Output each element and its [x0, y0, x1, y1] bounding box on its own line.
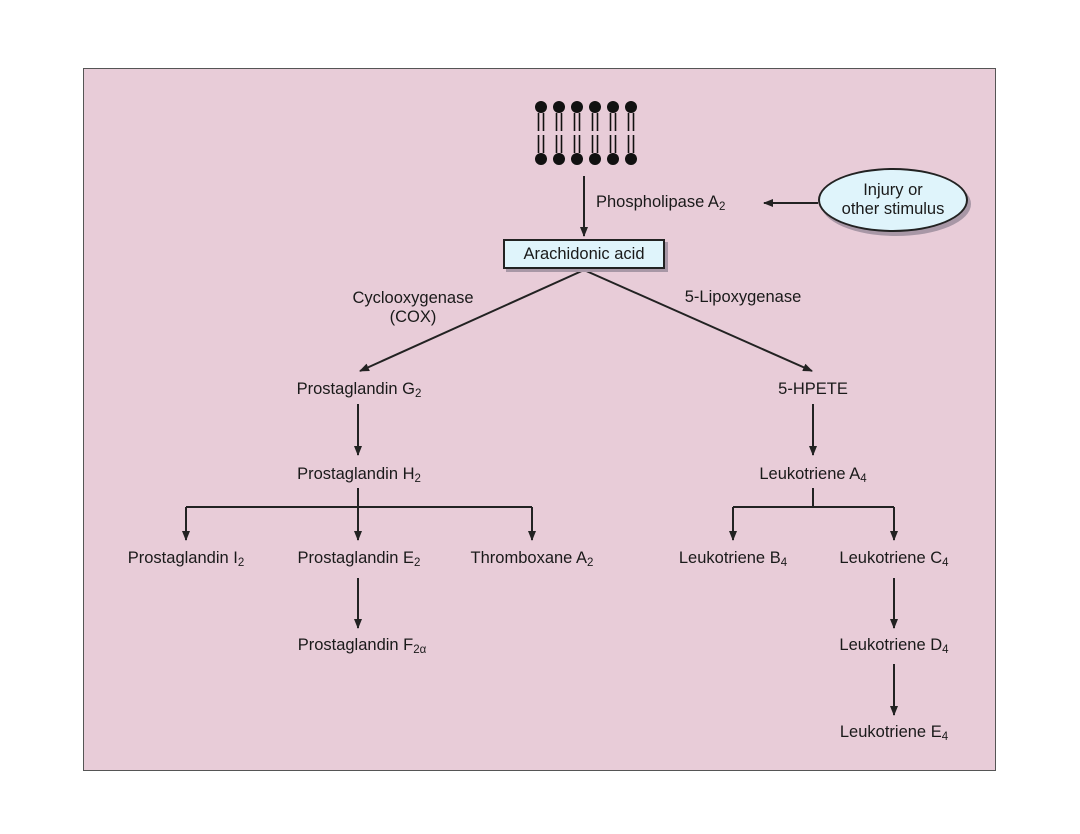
pgi2-text: Prostaglandin I — [127, 549, 238, 567]
txa2-text: Thromboxane A — [470, 549, 588, 567]
ltb4-sub: 4 — [780, 557, 788, 569]
node-leukotriene-b4: Leukotriene B4 — [678, 549, 788, 569]
pge2-text: Prostaglandin E — [297, 549, 415, 567]
txa2-sub: 2 — [587, 557, 594, 569]
phospholipase-sub: 2 — [718, 201, 726, 213]
label-5-lipoxygenase: 5-Lipoxygenase — [685, 289, 802, 306]
arachidonic-acid-box: Arachidonic acid — [503, 239, 665, 269]
arrow-aa-to-pgg2 — [359, 269, 585, 372]
arachidonic-acid-label: Arachidonic acid — [523, 244, 645, 263]
phospholipid-bilayer-icon — [535, 101, 637, 165]
ltc4-sub: 4 — [942, 557, 949, 569]
node-thromboxane-a2: Thromboxane A2 — [470, 549, 594, 569]
node-leukotriene-c4: Leukotriene C4 — [839, 549, 949, 569]
lta4-text: Leukotriene A — [759, 465, 861, 483]
lipoxygenase-text: 5-Lipoxygenase — [684, 288, 802, 306]
phospholipase-text: Phospholipase A — [596, 193, 719, 211]
ltc4-text: Leukotriene C — [839, 549, 943, 567]
cox-line-1: Cyclooxygenase — [352, 289, 474, 307]
pgh2-text: Prostaglandin H — [297, 465, 415, 483]
label-phospholipase-a2: Phospholipase A2 — [596, 193, 726, 213]
pgf2a-text: Prostaglandin F — [297, 636, 414, 654]
node-leukotriene-d4: Leukotriene D4 — [839, 636, 949, 656]
node-prostaglandin-i2: Prostaglandin I2 — [127, 549, 245, 569]
ltd4-sub: 4 — [942, 644, 949, 656]
ltd4-text: Leukotriene D — [839, 636, 943, 654]
pge2-sub: 2 — [414, 557, 421, 569]
label-cyclooxygenase: Cyclooxygenase (COX) — [352, 289, 473, 327]
pgg2-text: Prostaglandin G — [296, 380, 415, 398]
injury-stimulus-ellipse: Injury or other stimulus — [818, 168, 968, 232]
pgg2-sub: 2 — [414, 388, 422, 400]
node-leukotriene-a4: Leukotriene A4 — [759, 465, 867, 485]
node-leukotriene-e4: Leukotriene E4 — [839, 723, 949, 743]
injury-line-2: other stimulus — [841, 200, 945, 218]
node-prostaglandin-e2: Prostaglandin E2 — [297, 549, 421, 569]
node-5-hpete: 5-HPETE — [778, 381, 848, 398]
ltb4-text: Leukotriene B — [678, 549, 781, 567]
node-prostaglandin-g2: Prostaglandin G2 — [296, 380, 422, 400]
node-prostaglandin-f2a: Prostaglandin F2α — [297, 636, 427, 656]
lta4-sub: 4 — [860, 473, 867, 485]
pgh2-sub: 2 — [414, 473, 421, 485]
injury-line-1: Injury or — [863, 181, 923, 200]
cox-line-2: (COX) — [389, 307, 437, 326]
pgi2-sub: 2 — [237, 557, 245, 569]
hpete-text: 5-HPETE — [778, 380, 848, 398]
pgf2a-sub: 2α — [413, 644, 427, 656]
lte4-text: Leukotriene E — [839, 723, 942, 741]
node-prostaglandin-h2: Prostaglandin H2 — [297, 465, 421, 485]
arrow-aa-to-hpete — [583, 269, 813, 372]
lte4-sub: 4 — [941, 731, 949, 743]
